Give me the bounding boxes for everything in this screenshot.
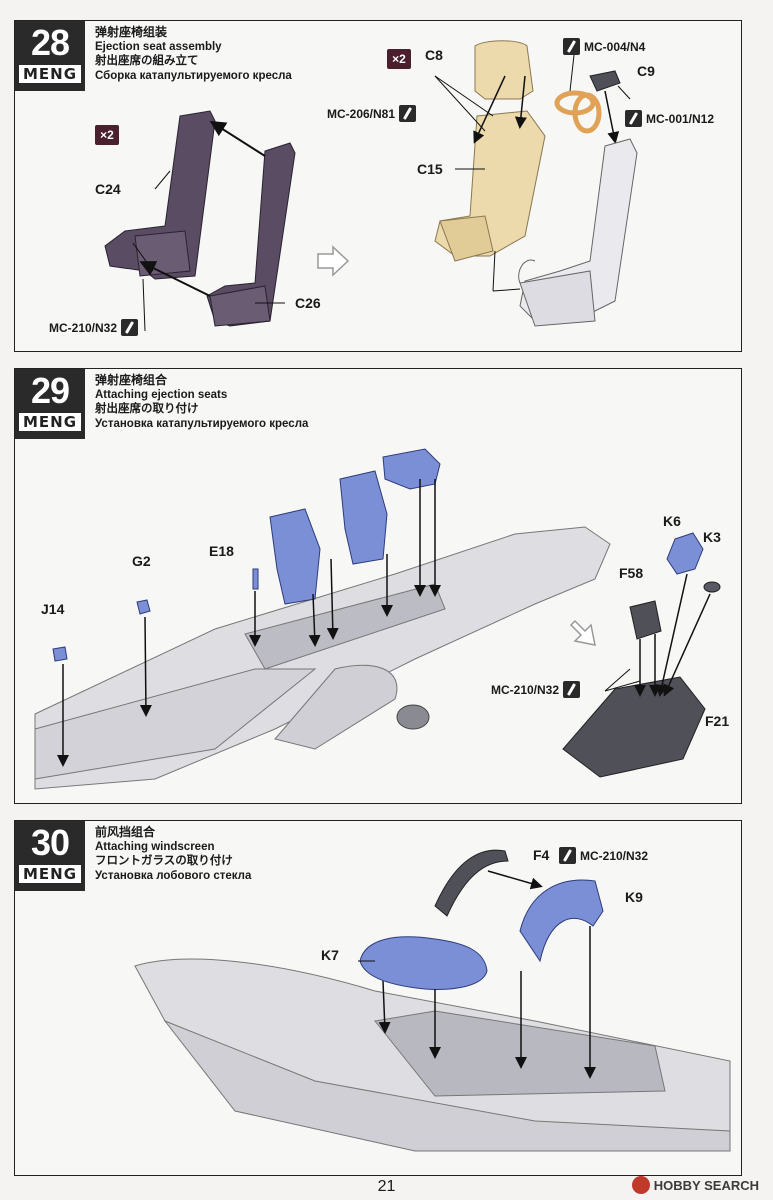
paint-code-mc001: MC-001/N12 [625,110,714,127]
part-label-k3: K3 [703,529,721,545]
page-number: 21 [377,1178,396,1195]
landing-wheel [396,704,430,730]
next-arrow-icon [317,245,350,277]
watermark-text: HOBBY SEARCH [653,1177,759,1193]
watermark: HOBBY SEARCH [631,1176,759,1194]
step-30-illustration [134,849,731,1152]
part-label-k6: K6 [663,513,681,529]
part-g2 [136,599,151,615]
step-30-panel: 30 MENG 前风挡组合 Attaching windscreen フロントガ… [14,820,742,1176]
title-russian: Установка катапультируемого кресла [95,417,309,430]
part-label-c15: C15 [417,161,443,177]
part-label-k9: K9 [625,889,643,905]
title-english: Attaching ejection seats [95,388,228,401]
part-label-g2: G2 [132,553,151,569]
seat-half-c24 [104,110,216,280]
brush-icon [399,105,417,122]
paint-code-text: MC-004/N4 [584,39,646,54]
title-chinese: 弹射座椅组合 [95,373,168,387]
step-titles: 弹射座椅组装 Ejection seat assembly 射出座席の組み立て … [95,25,292,83]
title-japanese: 射出座席の取り付け [95,403,199,415]
harness-part [554,90,602,134]
step-29-panel: 29 MENG 弹射座椅组合 Attaching ejection seats … [14,368,742,804]
title-chinese: 前风挡组合 [95,825,156,839]
paint-code-mc210: MC-210/N32 [49,319,139,336]
part-c9 [589,70,621,92]
brush-icon [559,847,576,864]
paint-code-text: MC-210/N32 [580,848,649,863]
brush-icon [563,681,581,698]
title-chinese: 弹射座椅组装 [95,25,168,39]
attach-direction-arrow-icon [569,619,596,646]
part-e18 [252,568,259,590]
brush-icon [625,110,642,127]
step-badge: 30 MENG [15,821,85,891]
brand-logo: MENG [19,65,81,83]
seat-half-c26 [206,142,296,327]
part-label-j14: J14 [41,601,65,617]
paint-code-mc210: MC-210/N32 [559,847,648,864]
part-f4 [434,849,509,917]
title-japanese: 射出座席の組み立て [95,55,199,67]
brand-logo: MENG [19,865,81,883]
step-28-panel: 28 MENG 弹射座椅组装 Ejection seat assembly 射出… [14,20,742,352]
part-k3 [703,581,721,593]
step-badge: 29 MENG [15,369,85,439]
paint-code-text: MC-206/N81 [327,106,396,121]
paint-code-mc206: MC-206/N81 [327,105,417,122]
step-29-illustration [34,448,721,790]
step-number: 28 [30,22,70,63]
paint-code-mc210: MC-210/N32 [491,681,581,698]
step-number: 29 [30,370,70,411]
part-label-f4: F4 [533,847,550,863]
title-russian: Установка лобового стекла [95,869,252,882]
part-j14 [52,646,68,662]
seat-sand [434,40,546,262]
brand-logo: MENG [19,413,81,431]
part-k9 [519,879,604,963]
step-number: 30 [30,822,70,863]
seat-light [518,138,638,327]
hobby-search-logo-icon [631,1176,650,1194]
part-label-c8: C8 [425,47,443,63]
title-english: Attaching windscreen [95,840,215,853]
part-f58 [629,600,662,640]
paint-code-mc004: MC-004/N4 [563,38,645,55]
step-titles: 前风挡组合 Attaching windscreen フロントガラスの取り付け … [95,825,251,883]
step-28-illustration [104,40,638,332]
aircraft-fuselage [34,526,611,790]
part-f21 [562,676,706,778]
title-russian: Сборка катапультируемого кресла [95,69,292,82]
brush-icon [563,38,580,55]
paint-code-text: MC-210/N32 [49,320,118,335]
part-label-c9: C9 [637,63,655,79]
part-k6 [666,532,704,575]
quantity-badge: ×2 [95,125,119,145]
step-badge: 28 MENG [15,21,85,91]
part-label-c24: C24 [95,181,121,197]
paint-code-text: MC-001/N12 [646,111,715,126]
part-label-f21: F21 [705,713,730,729]
title-japanese: フロントガラスの取り付け [95,855,233,867]
part-k7 [359,936,488,990]
part-label-k7: K7 [321,947,339,963]
brush-icon [121,319,139,336]
quantity-badge: ×2 [387,49,411,69]
title-english: Ejection seat assembly [95,40,222,53]
step-titles: 弹射座椅组合 Attaching ejection seats 射出座席の取り付… [95,373,308,431]
part-label-e18: E18 [209,543,234,559]
seats-blue [269,448,441,605]
part-label-c26: C26 [295,295,321,311]
paint-code-text: MC-210/N32 [491,682,560,697]
part-label-f58: F58 [619,565,644,581]
